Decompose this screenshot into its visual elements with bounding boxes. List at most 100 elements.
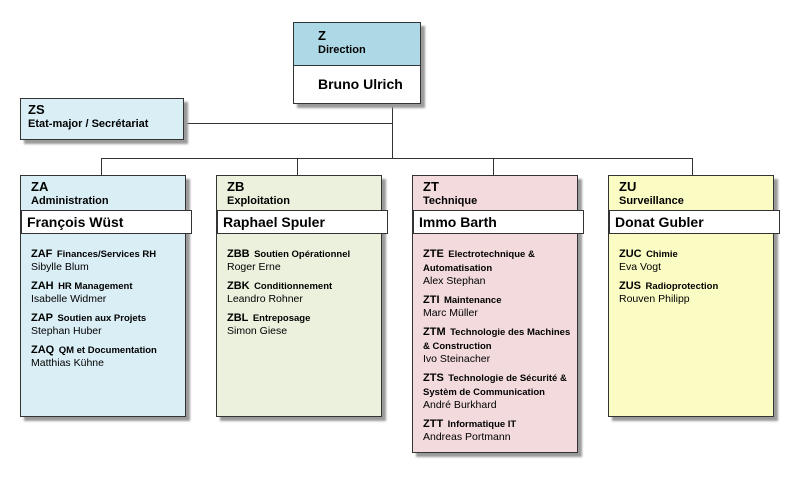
unit-lead: Alex Stephan <box>423 275 486 287</box>
unit-code: ZTT <box>423 418 444 430</box>
division-name: Surveillance <box>619 195 684 207</box>
unit-code: ZAP <box>31 312 53 324</box>
unit-name: Electrotechnique & Automatisation <box>423 249 535 274</box>
unit-code: ZUC <box>619 248 642 260</box>
unit-lead: Andreas Portmann <box>423 431 511 443</box>
direction-box: Z Direction Bruno Ulrich <box>293 22 421 104</box>
unit-name: Maintenance <box>443 295 502 306</box>
unit-name: Technologie des Machines & Construction <box>423 327 571 352</box>
direction-code: Z <box>318 28 326 43</box>
unit-name: Soutien aux Projets <box>57 313 147 324</box>
unit-name: Entreposage <box>252 313 311 324</box>
connector-za <box>101 158 102 175</box>
staff-name: Etat-major / Secrétariat <box>28 118 149 130</box>
division-head: François Wüst <box>21 210 192 234</box>
staff-box: ZS Etat-major / Secrétariat <box>20 98 184 140</box>
unit-label: ZUC Chimie <box>619 247 767 261</box>
unit-lead: Stephan Huber <box>31 325 102 337</box>
unit-code: ZBL <box>227 312 249 324</box>
unit-code: ZUS <box>619 280 641 292</box>
unit-lead: Ivo Steinacher <box>423 353 491 365</box>
unit-lead: Leandro Rohner <box>227 293 303 305</box>
unit-code: ZAF <box>31 248 53 260</box>
unit-name: Finances/Services RH <box>56 249 157 260</box>
unit-name: Chimie <box>646 249 678 260</box>
unit-code: ZBK <box>227 280 250 292</box>
unit-lead: Simon Giese <box>227 325 288 337</box>
unit-label: ZTE Electrotechnique & Automatisation <box>423 247 571 275</box>
unit-lead: Matthias Kühne <box>31 357 104 369</box>
unit-name: Informatique IT <box>447 419 517 430</box>
unit-lead: Marc Müller <box>423 307 478 319</box>
unit-lead: Roger Erne <box>227 261 281 273</box>
unit-label: ZTI Maintenance <box>423 293 571 307</box>
division-code: ZT <box>423 179 439 194</box>
unit-label: ZBB Soutien Opérationnel <box>227 247 375 261</box>
staff-code: ZS <box>28 102 45 117</box>
direction-name: Direction <box>318 44 366 56</box>
unit-label: ZAF Finances/Services RH <box>31 247 179 261</box>
division-name: Administration <box>31 195 109 207</box>
division-head: Raphael Spuler <box>217 210 388 234</box>
unit-lead: Sibylle Blum <box>31 261 89 273</box>
connector-zt <box>493 158 494 175</box>
unit-item: ZTM Technologie des Machines & Construct… <box>423 325 571 365</box>
unit-label: ZBL Entreposage <box>227 311 375 325</box>
unit-label: ZTM Technologie des Machines & Construct… <box>423 325 571 353</box>
connector-zu <box>692 158 693 175</box>
unit-name: Conditionnement <box>254 281 333 292</box>
unit-label: ZUS Radioprotection <box>619 279 767 293</box>
unit-code: ZTS <box>423 372 444 384</box>
unit-label: ZTS Technologie de Sécurité & Systèm de … <box>423 371 571 399</box>
unit-name: HR Management <box>58 281 133 292</box>
division-head: Donat Gubler <box>609 210 780 234</box>
unit-code: ZTE <box>423 248 444 260</box>
unit-label: ZAH HR Management <box>31 279 179 293</box>
division-head: Immo Barth <box>413 210 584 234</box>
division-code: ZB <box>227 179 245 194</box>
unit-item: ZTS Technologie de Sécurité & Systèm de … <box>423 371 571 411</box>
unit-label: ZBK Conditionnement <box>227 279 375 293</box>
division-code: ZU <box>619 179 637 194</box>
direction-header: Z Direction <box>294 23 420 66</box>
unit-lead: André Burkhard <box>423 399 497 411</box>
connector-division-bus <box>101 158 693 159</box>
unit-name: Technologie de Sécurité & Systèm de Comm… <box>423 373 567 398</box>
unit-label: ZTT Informatique IT <box>423 417 571 431</box>
unit-label: ZAP Soutien aux Projets <box>31 311 179 325</box>
unit-name: Soutien Opérationnel <box>254 249 351 260</box>
division-code: ZA <box>31 179 49 194</box>
unit-code: ZBB <box>227 248 250 260</box>
connector-staff-horizontal <box>185 123 393 124</box>
unit-code: ZTI <box>423 294 440 306</box>
unit-lead: Rouven Philipp <box>619 293 690 305</box>
unit-code: ZTM <box>423 326 446 338</box>
connector-top-vertical <box>392 103 393 159</box>
unit-label: ZAQ QM et Documentation <box>31 343 179 357</box>
unit-code: ZAH <box>31 280 54 292</box>
unit-code: ZAQ <box>31 344 55 356</box>
unit-lead: Isabelle Widmer <box>31 293 107 305</box>
connector-zb <box>297 158 298 175</box>
division-name: Technique <box>423 195 478 207</box>
